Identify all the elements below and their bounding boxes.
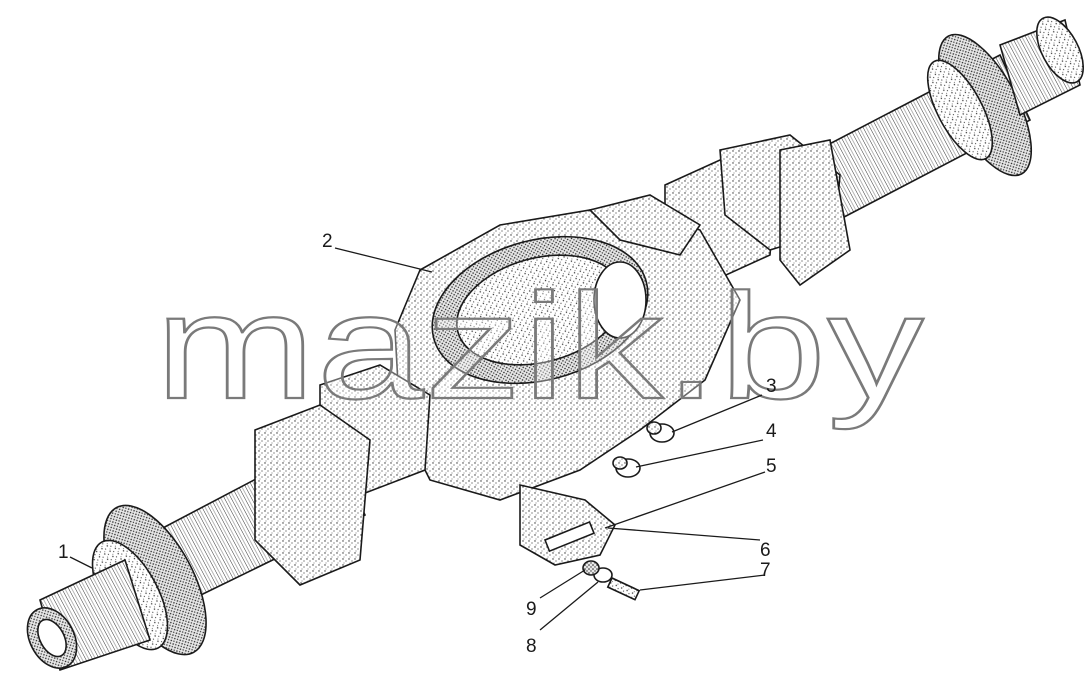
nut-9 (582, 560, 600, 576)
filler-plug-4 (612, 456, 641, 478)
bracket-part (519, 483, 616, 566)
callout-2: 2 (322, 231, 333, 252)
callout-5: 5 (766, 456, 777, 477)
watermark-text: mazik.by (155, 262, 925, 430)
left-spring-seats (254, 364, 431, 586)
right-spring-seats (664, 134, 851, 287)
callout-7: 7 (760, 560, 771, 581)
callout-8: 8 (526, 636, 537, 657)
callout-4: 4 (766, 421, 777, 442)
bolt-7 (606, 576, 641, 601)
callout-9: 9 (526, 599, 537, 620)
callout-3: 3 (766, 376, 777, 397)
leader-lines (69, 247, 766, 631)
drain-plug-3 (646, 421, 675, 443)
callout-1: 1 (58, 542, 69, 563)
differential-housing (394, 194, 741, 501)
callout-6: 6 (760, 540, 771, 561)
